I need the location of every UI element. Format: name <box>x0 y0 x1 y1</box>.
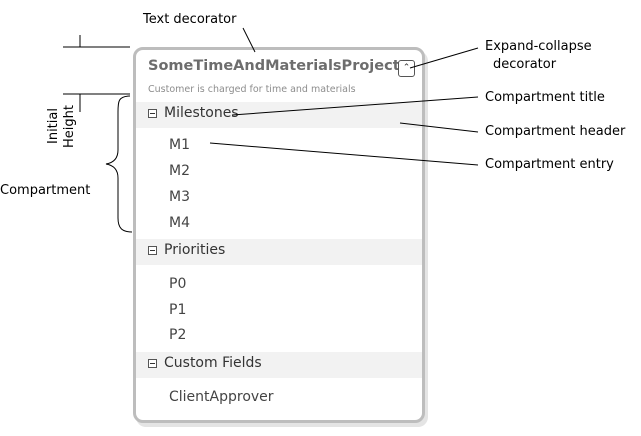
compartment-entry[interactable]: P1 <box>169 302 187 318</box>
collapse-toggle-icon[interactable] <box>148 109 157 118</box>
leader-compartment-header <box>399 122 479 133</box>
compartment-entry[interactable]: M1 <box>169 137 190 153</box>
compartment-header-priorities[interactable]: Priorities <box>136 239 422 265</box>
compartment-title: Custom Fields <box>164 355 262 371</box>
annotation-expand-collapse: Expand-collapse <box>485 39 592 54</box>
shape-subtitle: Customer is charged for time and materia… <box>148 84 356 95</box>
leader-compartment-entry <box>209 142 479 166</box>
leader-text-decorator <box>242 27 256 53</box>
compartment-entry[interactable]: ClientApprover <box>169 389 274 405</box>
annotation-height: Height <box>62 105 77 148</box>
compartment-entry[interactable]: P0 <box>169 276 187 292</box>
compartment-title: Milestones <box>164 105 239 121</box>
compartment-header-milestones[interactable]: Milestones <box>136 102 422 128</box>
compartment-title: Priorities <box>164 242 226 258</box>
collapse-toggle-icon[interactable] <box>148 246 157 255</box>
annotation-initial: Initial <box>46 108 61 144</box>
compartment-entry[interactable]: M3 <box>169 189 190 205</box>
compartment-brace <box>105 95 133 233</box>
annotation-compartment-title: Compartment title <box>485 90 605 105</box>
annotation-compartment-header: Compartment header <box>485 124 626 139</box>
compartment-entry[interactable]: M4 <box>169 215 190 231</box>
shape-title: SomeTimeAndMaterialsProject <box>148 58 400 74</box>
collapse-toggle-icon[interactable] <box>148 359 157 368</box>
annotation-compartment-entry: Compartment entry <box>485 157 614 172</box>
compartment-entry[interactable]: M2 <box>169 163 190 179</box>
compartment-entry[interactable]: P2 <box>169 327 187 343</box>
annotation-expand-collapse-2: decorator <box>493 57 557 72</box>
annotation-text-decorator: Text decorator <box>143 12 237 27</box>
annotation-compartment: Compartment <box>0 183 91 198</box>
leader-compartment-title <box>231 96 479 116</box>
double-chevron-up-icon[interactable]: ⌃ <box>398 60 415 77</box>
compartment-header-custom-fields[interactable]: Custom Fields <box>136 352 422 378</box>
class-shape[interactable]: SomeTimeAndMaterialsProject Customer is … <box>133 47 425 423</box>
leader-expand-collapse <box>409 47 479 69</box>
